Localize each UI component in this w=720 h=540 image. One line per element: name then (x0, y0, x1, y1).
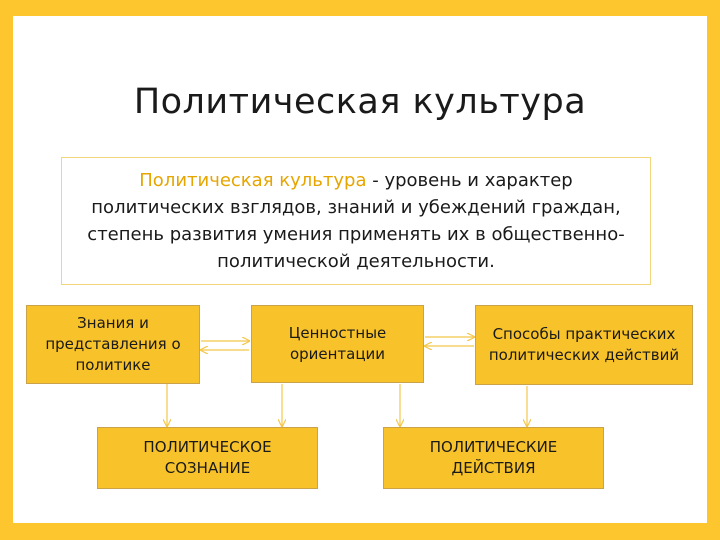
node-values: Ценностные ориентации (251, 305, 424, 383)
definition-text: Политическая культура - уровень и характ… (70, 167, 642, 275)
slide-title: Политическая культура (133, 82, 587, 122)
node-knowledge: Знания и представления о политике (26, 305, 200, 384)
definition-box: Политическая культура - уровень и характ… (61, 157, 651, 285)
node-actions: ПОЛИТИЧЕСКИЕ ДЕЙСТВИЯ (383, 427, 604, 489)
node-values-label: Ценностные ориентации (288, 324, 387, 363)
definition-term: Политическая культура (139, 170, 367, 191)
node-consciousness-label: ПОЛИТИЧЕСКОЕ СОЗНАНИЕ (143, 438, 272, 477)
node-knowledge-label: Знания и представления о политике (45, 314, 181, 374)
definition-body: - уровень и характер политических взгляд… (87, 170, 625, 272)
node-consciousness: ПОЛИТИЧЕСКОЕ СОЗНАНИЕ (97, 427, 318, 489)
node-actions-label: ПОЛИТИЧЕСКИЕ ДЕЙСТВИЯ (429, 438, 558, 477)
node-practical-label: Способы практических политических действ… (488, 325, 680, 364)
node-practical: Способы практических политических действ… (475, 305, 693, 385)
